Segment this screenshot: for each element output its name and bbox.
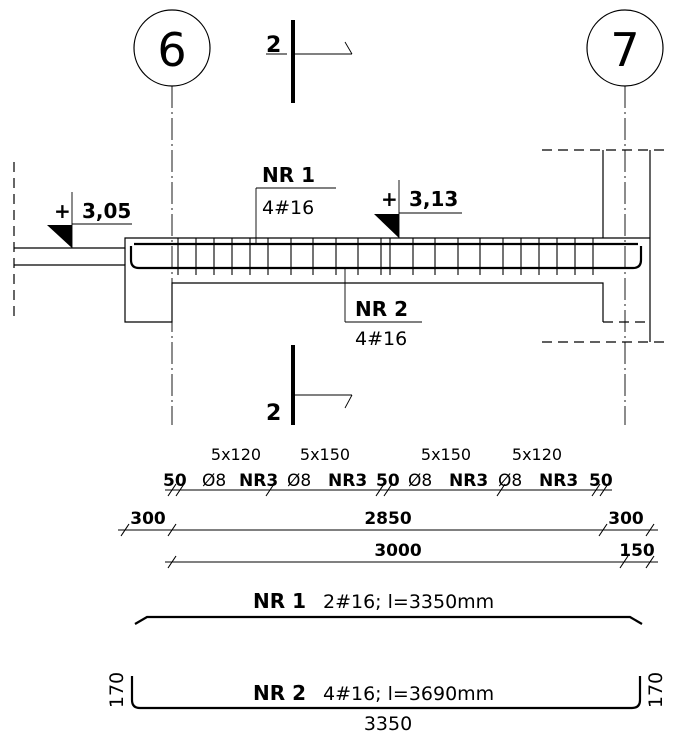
stirrup-group-1-spacing: 5x120 <box>211 445 261 464</box>
stirrup-spacing-labels: 5x120 5x150 5x150 5x120 Ø8 NR3 Ø8 NR3 Ø8… <box>163 445 613 491</box>
dim-300-left: 300 <box>130 509 166 529</box>
stirrup-group-2-dia: Ø8 <box>287 471 311 491</box>
bar-nr2-length: 3350 <box>364 713 412 735</box>
stirrups <box>177 238 594 275</box>
bar-nr2-desc: 4#16; l=3690mm <box>323 683 494 705</box>
level-sign-left: + <box>54 199 71 223</box>
bar-schedule-nr1: NR 1 2#16; l=3350mm <box>134 589 643 625</box>
callout-nr1-name: NR 1 <box>262 163 315 187</box>
edge-offset-mid: 50 <box>376 471 400 491</box>
stirrup-dimension-line <box>165 483 612 497</box>
edge-offset-right: 50 <box>589 471 613 491</box>
dim-3000: 3000 <box>374 541 421 561</box>
axis-6: 6 <box>133 9 211 425</box>
section-label-bottom: 2 <box>266 401 281 426</box>
section-label-top: 2 <box>266 33 281 58</box>
stirrup-group-4-spacing: 5x120 <box>512 445 562 464</box>
dim-300-right: 300 <box>608 509 644 529</box>
level-marker-right: + 3,13 <box>374 180 462 238</box>
stirrup-group-3-spacing: 5x150 <box>421 445 471 464</box>
axis-7-label: 7 <box>610 23 639 77</box>
bar-schedule-nr2: NR 2 4#16; l=3690mm 3350 170 170 <box>106 672 667 735</box>
bar-nr2-name: NR 2 <box>253 681 306 705</box>
bar-nr2-hook-left: 170 <box>106 672 128 708</box>
stirrup-group-1-mark: NR3 <box>239 471 278 491</box>
dim-150: 150 <box>619 541 655 561</box>
axis-7: 7 <box>586 9 664 425</box>
section-cut-bottom: 2 <box>266 345 353 426</box>
stirrup-group-2-spacing: 5x150 <box>300 445 350 464</box>
callout-nr2-name: NR 2 <box>355 297 408 321</box>
callout-nr2-spec: 4#16 <box>355 328 407 350</box>
level-value-right: 3,13 <box>409 187 458 211</box>
edge-offset-left: 50 <box>163 471 187 491</box>
callout-nr2: NR 2 4#16 <box>344 268 422 350</box>
level-marker-left: + 3,05 <box>47 192 132 248</box>
axis-6-label: 6 <box>157 23 186 77</box>
dimension-row-2: 3000 150 <box>165 541 658 569</box>
bar-nr1-name: NR 1 <box>253 589 306 613</box>
level-value-left: 3,05 <box>82 199 131 223</box>
concrete-outline <box>13 149 668 343</box>
stirrup-group-3-dia: Ø8 <box>408 471 432 491</box>
stirrup-group-4-dia: Ø8 <box>498 471 522 491</box>
bar-nr1-desc: 2#16; l=3350mm <box>323 591 494 613</box>
callout-nr1: NR 1 4#16 <box>255 163 336 243</box>
level-sign-right: + <box>381 187 398 211</box>
callout-nr1-spec: 4#16 <box>262 197 314 219</box>
stirrup-group-1-dia: Ø8 <box>202 471 226 491</box>
dimension-row-1: 300 2850 300 <box>118 509 658 537</box>
bar-nr2-hook-right: 170 <box>645 672 667 708</box>
dim-2850: 2850 <box>364 509 411 529</box>
stirrup-group-3-mark: NR3 <box>449 471 488 491</box>
stirrup-group-4-mark: NR3 <box>539 471 578 491</box>
stirrup-group-2-mark: NR3 <box>328 471 367 491</box>
bar-nr1 <box>129 246 643 270</box>
section-cut-top: 2 <box>266 20 353 103</box>
